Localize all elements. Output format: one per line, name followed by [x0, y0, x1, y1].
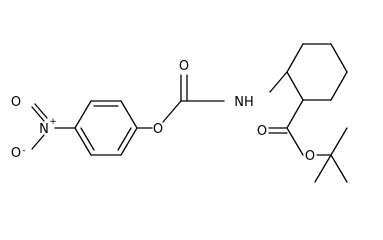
ester-o-tbu-label: O [305, 149, 315, 164]
carbamate-linker [136, 71, 288, 129]
cyclohexane-ring [286, 43, 348, 101]
tert-butyl-ester [268, 99, 348, 183]
nitro-o-minus-label: O [11, 146, 21, 161]
structure-diagram: N + O O - O O NH O O [11, 43, 348, 183]
nitro-n-label: N [39, 122, 49, 137]
amine-label: NH [234, 95, 254, 110]
nitro-n-charge: + [49, 117, 57, 127]
nitro-o-charge: - [22, 146, 25, 156]
nitro-group [31, 103, 76, 150]
carbamate-carbonyl-o-label: O [179, 59, 189, 74]
benzene-ring [74, 100, 138, 156]
ester-carbonyl-o-label: O [257, 124, 267, 139]
ester-o-label: O [153, 122, 163, 137]
nitro-o-top-label: O [11, 95, 21, 110]
